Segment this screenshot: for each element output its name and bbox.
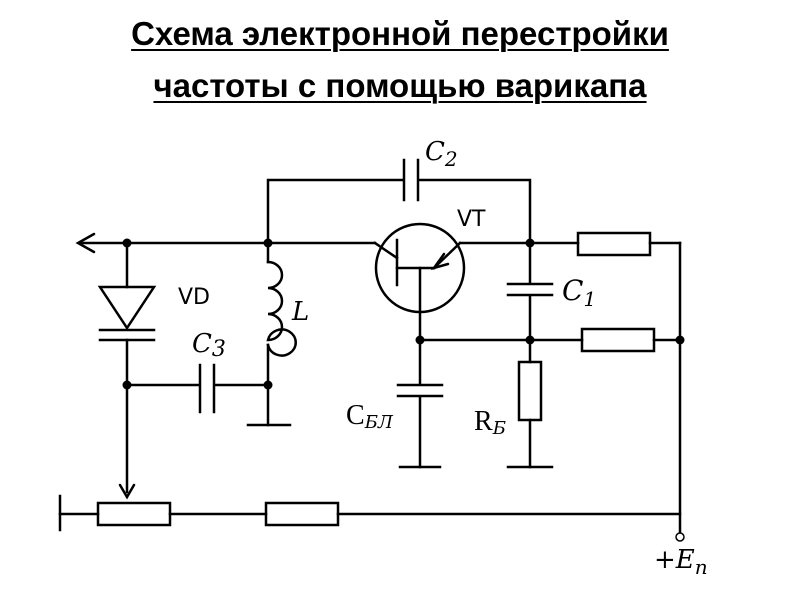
capacitor-cbl bbox=[396, 310, 584, 469]
label-c1: C1 bbox=[562, 274, 596, 311]
capacitor-c1 bbox=[506, 241, 554, 342]
label-vd: VD bbox=[178, 285, 210, 310]
label-vt: VT bbox=[457, 207, 486, 232]
capacitor-c3 bbox=[125, 363, 270, 414]
junction-dots bbox=[122, 238, 685, 390]
supply-terminal bbox=[675, 532, 685, 542]
title-line-2: частоты с помощью варикапа bbox=[153, 67, 647, 104]
label-c2: C2 bbox=[425, 137, 458, 171]
resistor-rb bbox=[506, 338, 554, 469]
label-rb: RБ bbox=[474, 406, 506, 439]
label-cbl: CБЛ bbox=[346, 400, 394, 433]
inductor-l bbox=[246, 241, 297, 427]
potentiometer bbox=[58, 494, 268, 532]
label-l: L bbox=[291, 297, 309, 327]
varicap-vd bbox=[97, 241, 157, 500]
page-title: Схема электронной перестройки частоты с … bbox=[0, 8, 800, 112]
transistor-vt bbox=[373, 222, 466, 314]
label-supply: +En bbox=[654, 545, 708, 579]
resistor-mid-right bbox=[580, 327, 682, 353]
title-line-1: Схема электронной перестройки bbox=[131, 15, 669, 52]
resistor-top-right bbox=[576, 231, 682, 257]
resistor-bottom bbox=[264, 501, 682, 527]
capacitor-c2 bbox=[266, 158, 532, 245]
label-c3: C3 bbox=[192, 329, 226, 362]
